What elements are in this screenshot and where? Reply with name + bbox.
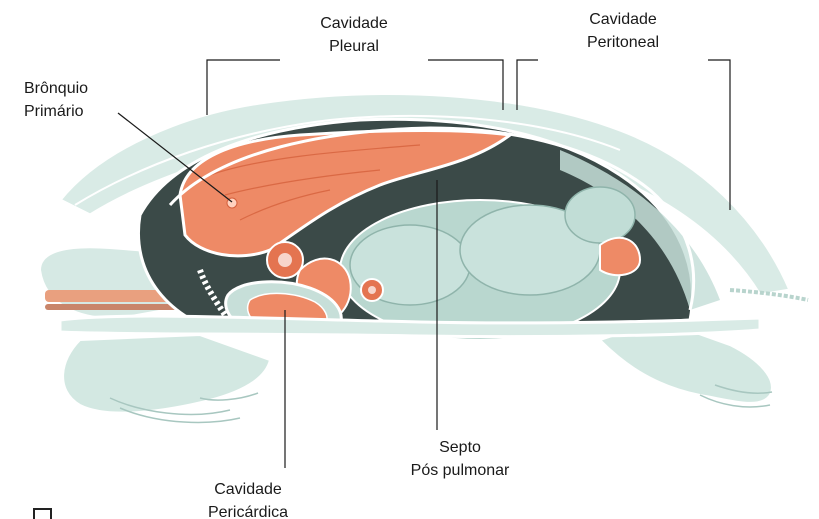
label-cavidade-pleural: Cavidade Pleural [280, 8, 428, 64]
label-cavidade-pericardica: Cavidade Pericárdica [162, 468, 334, 519]
label-septo-pos-pulmonar: Septo Pós pulmonar [372, 430, 548, 498]
checkbox-square [33, 508, 52, 519]
label-pericardica-line1: Cavidade [162, 478, 334, 501]
label-bronquio-line1: Brônquio [24, 77, 116, 100]
label-pleural-line2: Pleural [280, 35, 428, 58]
label-cavidade-peritoneal: Cavidade Peritoneal [538, 4, 708, 64]
label-septo-line1: Septo [372, 436, 548, 459]
label-bronquio-primario: Brônquio Primário [24, 77, 116, 127]
label-septo-line2: Pós pulmonar [372, 459, 548, 482]
label-pleural-line1: Cavidade [280, 12, 428, 35]
label-peritoneal-line1: Cavidade [538, 8, 708, 31]
label-bronquio-line2: Primário [24, 100, 116, 123]
label-peritoneal-line2: Peritoneal [538, 31, 708, 54]
label-pericardica-line2: Pericárdica [162, 501, 334, 519]
front-leg [63, 335, 270, 422]
